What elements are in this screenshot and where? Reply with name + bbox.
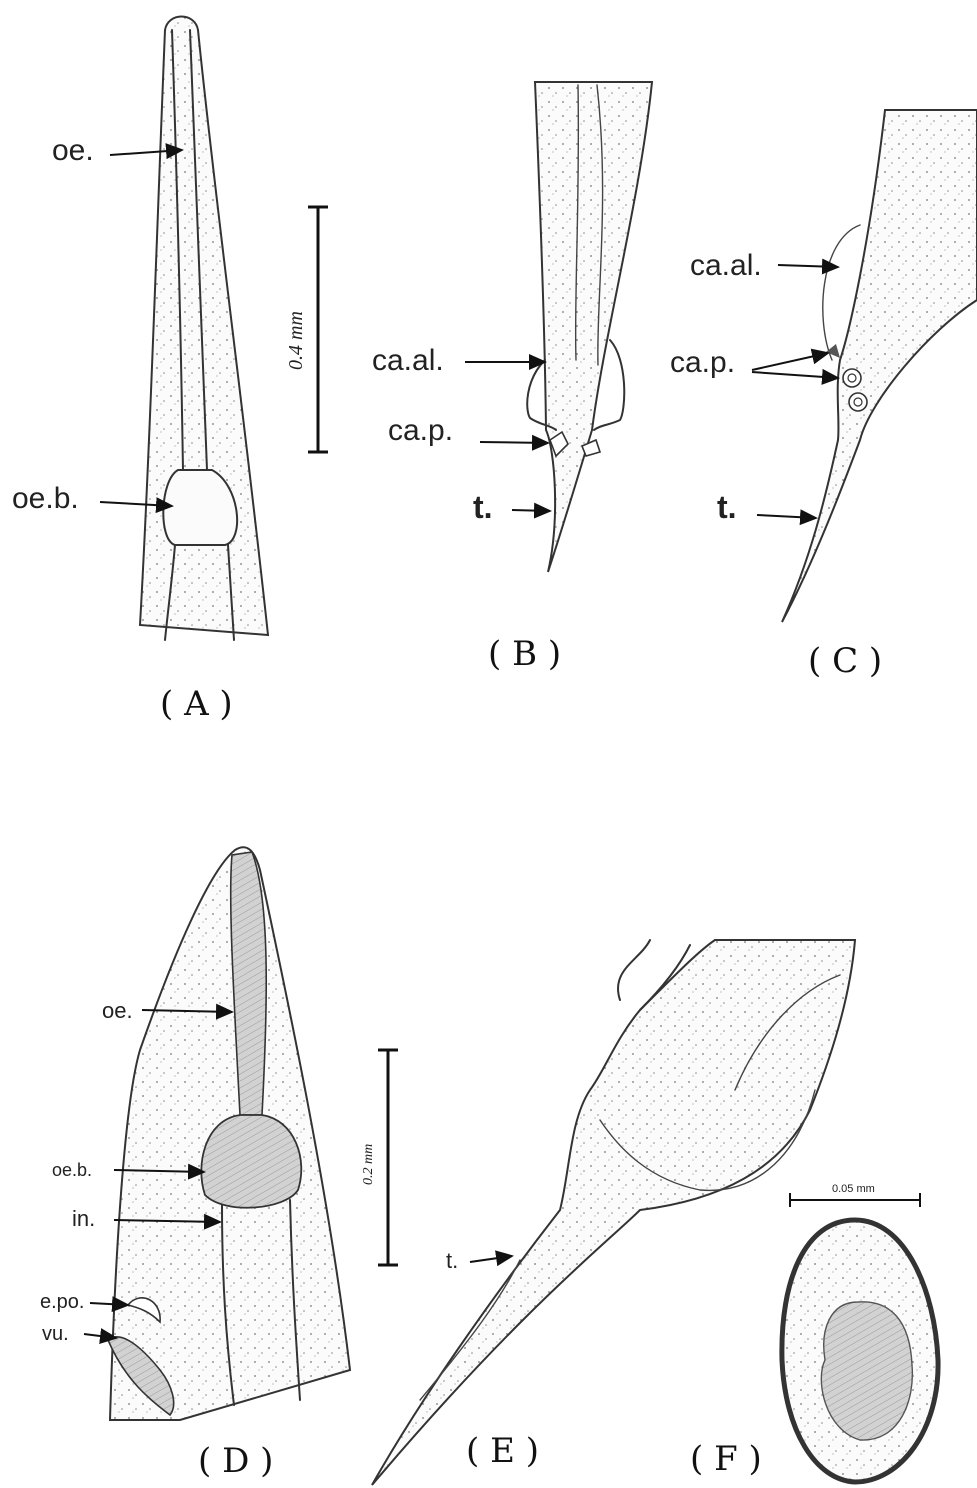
label-d-excretory-pore: e.po.: [40, 1291, 84, 1313]
panel-label-d: ( D ): [198, 1441, 273, 1481]
label-d-oesophagus: oe.: [102, 998, 133, 1023]
label-b-tail: t.: [473, 489, 493, 525]
scale-label-d: 0.2 mm: [361, 1144, 376, 1185]
panel-b-body: [535, 82, 652, 572]
panel-b: [465, 82, 652, 572]
panel-label-c: ( C ): [808, 641, 882, 681]
label-b-caudal-alae: ca.al.: [372, 344, 444, 377]
panel-label-e: ( E ): [466, 1431, 539, 1471]
label-d-intestine: in.: [72, 1206, 95, 1231]
label-c-caudal-papillae: ca.p.: [670, 346, 735, 379]
scale-label-f: 0.05 mm: [832, 1183, 875, 1195]
panel-d: [84, 847, 398, 1420]
panel-e-body: [372, 940, 855, 1485]
label-d-oesophageal-bulb: oe.b.: [52, 1160, 92, 1180]
panel-f: [782, 1220, 938, 1482]
label-a-oesophageal-bulb: oe.b.: [12, 482, 79, 515]
label-b-caudal-papillae: ca.p.: [388, 414, 453, 447]
panel-d-oesophageal-bulb: [201, 1115, 301, 1208]
panel-f-egg-embryo: [821, 1302, 912, 1440]
label-e-tail: t.: [446, 1248, 458, 1273]
label-a-oesophagus: oe.: [52, 134, 94, 167]
panel-c-body: [782, 110, 977, 622]
label-d-vulva: vu.: [42, 1323, 69, 1345]
label-c-tail: t.: [717, 489, 737, 525]
panel-label-a: ( A ): [160, 684, 233, 724]
scale-label-a: 0.4 mm: [285, 311, 307, 370]
label-c-caudal-alae: ca.al.: [690, 249, 762, 282]
panel-label-b: ( B ): [488, 634, 561, 674]
panel-c: [752, 110, 977, 622]
panel-label-f: ( F ): [690, 1439, 762, 1479]
